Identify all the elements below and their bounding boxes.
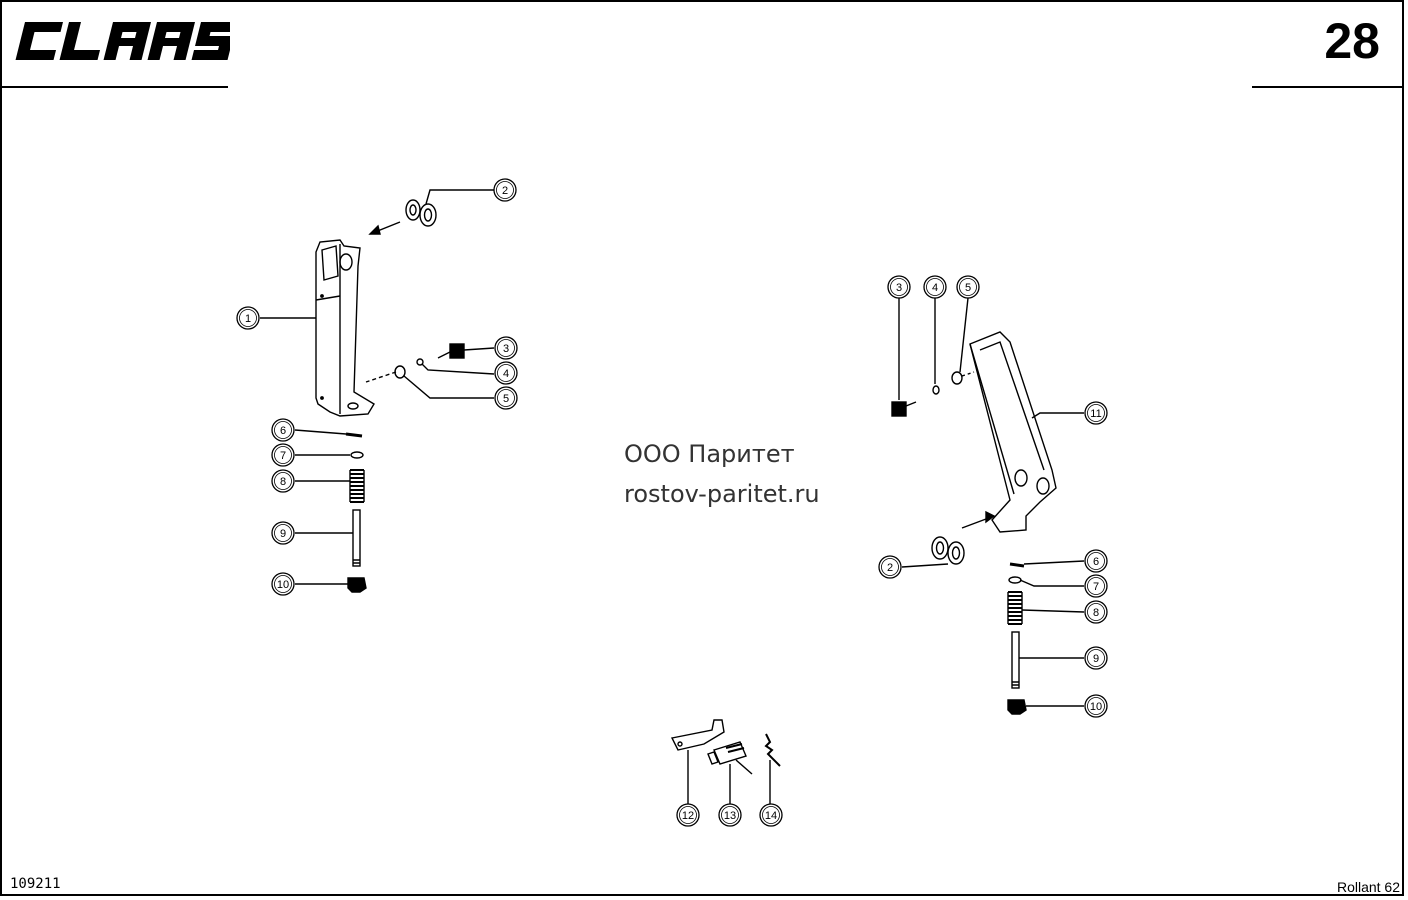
callout-l-3: 3 xyxy=(494,336,518,360)
washers-part-2-left xyxy=(405,199,437,227)
bracket-part-11-right xyxy=(969,331,1057,533)
callout-l-1: 1 xyxy=(236,306,260,330)
drawing-number: 109211 xyxy=(10,876,61,892)
callout-label: 8 xyxy=(280,476,286,488)
callout-label: 3 xyxy=(896,282,902,294)
callout-label: 5 xyxy=(965,282,971,294)
callout-l-5: 5 xyxy=(494,386,518,410)
callout-label: 3 xyxy=(503,343,509,355)
callout-label: 6 xyxy=(1093,556,1099,568)
callout-r-6: 6 xyxy=(1084,549,1108,573)
spring-part-8-right xyxy=(1007,591,1023,625)
model-name: Rollant 62 xyxy=(1336,879,1400,895)
screw-part-14 xyxy=(764,733,781,767)
callout-r-7: 7 xyxy=(1084,574,1108,598)
watermark-url: rostov-paritet.ru xyxy=(624,480,820,508)
callout-label: 10 xyxy=(277,579,289,591)
page-number: 28 xyxy=(1324,13,1380,69)
washers-part-2-right xyxy=(931,536,965,565)
callout-l-6: 6 xyxy=(271,418,295,442)
nut-part-10-right xyxy=(1007,699,1027,715)
plate-part-12 xyxy=(670,719,725,751)
washer-part-5-right xyxy=(951,371,975,385)
callout-label: 9 xyxy=(1093,653,1099,665)
watermark-company: ООО Паритет xyxy=(624,440,795,468)
callout-r-10: 10 xyxy=(1084,694,1108,718)
callout-label: 7 xyxy=(280,450,286,462)
bracket-part-1-left xyxy=(315,239,375,417)
pin-part-6-left xyxy=(345,432,363,438)
callout-label: 12 xyxy=(682,810,694,822)
header-rule-left xyxy=(2,86,228,88)
washer-part-7-left xyxy=(350,451,364,459)
bolt-part-3-right xyxy=(891,401,917,417)
callout-label: 8 xyxy=(1093,607,1099,619)
callout-label: 5 xyxy=(503,393,509,405)
callout-label: 6 xyxy=(280,425,286,437)
callout-r-8: 8 xyxy=(1084,600,1108,624)
callout-r-9: 9 xyxy=(1084,646,1108,670)
claas-logo xyxy=(15,22,230,60)
callout-l-9: 9 xyxy=(271,521,295,545)
callout-label: 2 xyxy=(887,562,893,574)
pin-part-6-right xyxy=(1009,562,1025,568)
nut-part-4-right xyxy=(932,385,940,395)
callout-label: 11 xyxy=(1090,408,1101,420)
callout-l-10: 10 xyxy=(271,572,295,596)
callout-b-13: 13 xyxy=(718,803,742,827)
callout-l-7: 7 xyxy=(271,443,295,467)
callout-label: 14 xyxy=(765,810,777,822)
nut-part-10-left xyxy=(347,577,367,593)
callout-label: 7 xyxy=(1093,581,1099,593)
callout-r-11: 11 xyxy=(1084,401,1108,425)
callout-label: 2 xyxy=(502,185,508,197)
spring-part-8-left xyxy=(349,469,365,503)
callout-b-12: 12 xyxy=(676,803,700,827)
callout-r-5: 5 xyxy=(956,275,980,299)
callout-label: 4 xyxy=(503,368,509,380)
rod-part-9-left xyxy=(352,509,361,567)
rod-part-9-right xyxy=(1011,631,1020,689)
callout-label: 9 xyxy=(280,528,286,540)
callout-label: 13 xyxy=(724,810,736,822)
callout-b-14: 14 xyxy=(759,803,783,827)
callout-label: 4 xyxy=(932,282,938,294)
bolt-part-3-left xyxy=(437,343,465,359)
switch-part-13 xyxy=(707,741,747,765)
callout-label: 1 xyxy=(245,313,251,325)
callout-r-4: 4 xyxy=(923,275,947,299)
callout-label: 10 xyxy=(1090,701,1102,713)
callout-r-3: 3 xyxy=(887,275,911,299)
callout-l-2: 2 xyxy=(493,178,517,202)
callout-l-4: 4 xyxy=(494,361,518,385)
callout-r-2: 2 xyxy=(878,555,902,579)
washer-part-5-left xyxy=(365,365,406,383)
header-rule-right xyxy=(1252,86,1404,88)
nut-part-4-left xyxy=(416,358,424,366)
callout-l-8: 8 xyxy=(271,469,295,493)
